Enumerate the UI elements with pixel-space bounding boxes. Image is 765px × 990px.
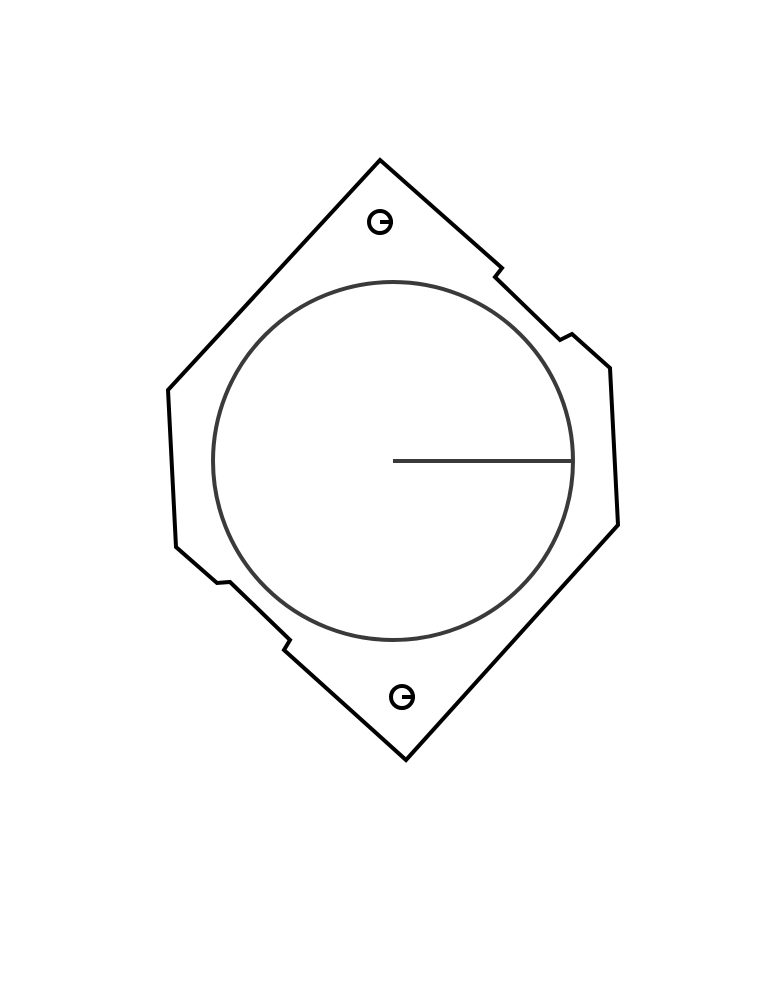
- top-mounting-hole-icon: [367, 209, 393, 235]
- bottom-mounting-hole-icon: [389, 684, 415, 710]
- diamond-plate-outline: [165, 157, 621, 763]
- plate-diagram: [165, 157, 621, 763]
